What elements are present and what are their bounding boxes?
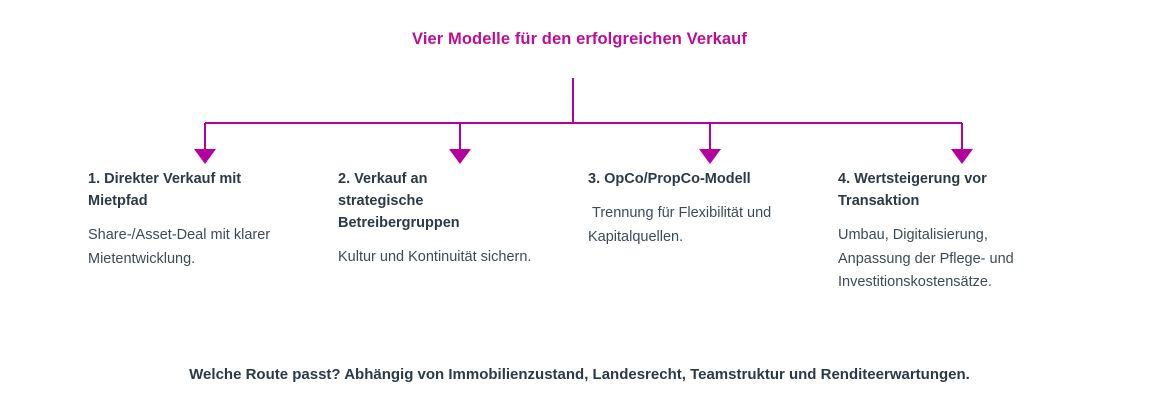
branch-body-2: Kultur und Kontinuität sichern. bbox=[338, 249, 532, 266]
branch-column-2: 2. Verkauf an strategische Betreibergrup… bbox=[338, 168, 588, 270]
branch-column-4: 4. Wertsteigerung vor Transaktion Umbau,… bbox=[838, 168, 1088, 295]
branch-column-3: 3. OpCo/PropCo-Modell Trennung für Flexi… bbox=[588, 168, 838, 249]
arrowhead-icon-1 bbox=[194, 149, 216, 164]
branch-body-4: Umbau, Digitalisierung, Anpassung der Pf… bbox=[838, 227, 1018, 291]
branch-columns: 1. Direkter Verkauf mit Mietpfad Share-/… bbox=[88, 168, 1088, 295]
diagram-footer: Welche Route passt? Abhängig von Immobil… bbox=[189, 366, 970, 383]
arrowhead-icon-4 bbox=[951, 149, 973, 164]
branch-heading-3: 3. OpCo/PropCo-Modell bbox=[588, 171, 751, 187]
arrowhead-icon-2 bbox=[449, 149, 471, 164]
branch-body-3: Trennung für Flexibilität und Kapitalque… bbox=[588, 205, 776, 245]
branch-heading-1: 1. Direkter Verkauf mit Mietpfad bbox=[88, 171, 242, 210]
arrowhead-icon-3 bbox=[699, 149, 721, 164]
connector-lines bbox=[194, 78, 973, 164]
diagram-title: Vier Modelle für den erfolgreichen Verka… bbox=[412, 30, 747, 48]
branch-column-1: 1. Direkter Verkauf mit Mietpfad Share-/… bbox=[88, 168, 338, 271]
branch-body-1: Share-/Asset-Deal mit klarer Mietentwick… bbox=[88, 227, 275, 267]
branch-heading-2: 2. Verkauf an strategische Betreibergrup… bbox=[338, 171, 460, 232]
branch-heading-4: 4. Wertsteigerung vor Transaktion bbox=[838, 171, 987, 210]
